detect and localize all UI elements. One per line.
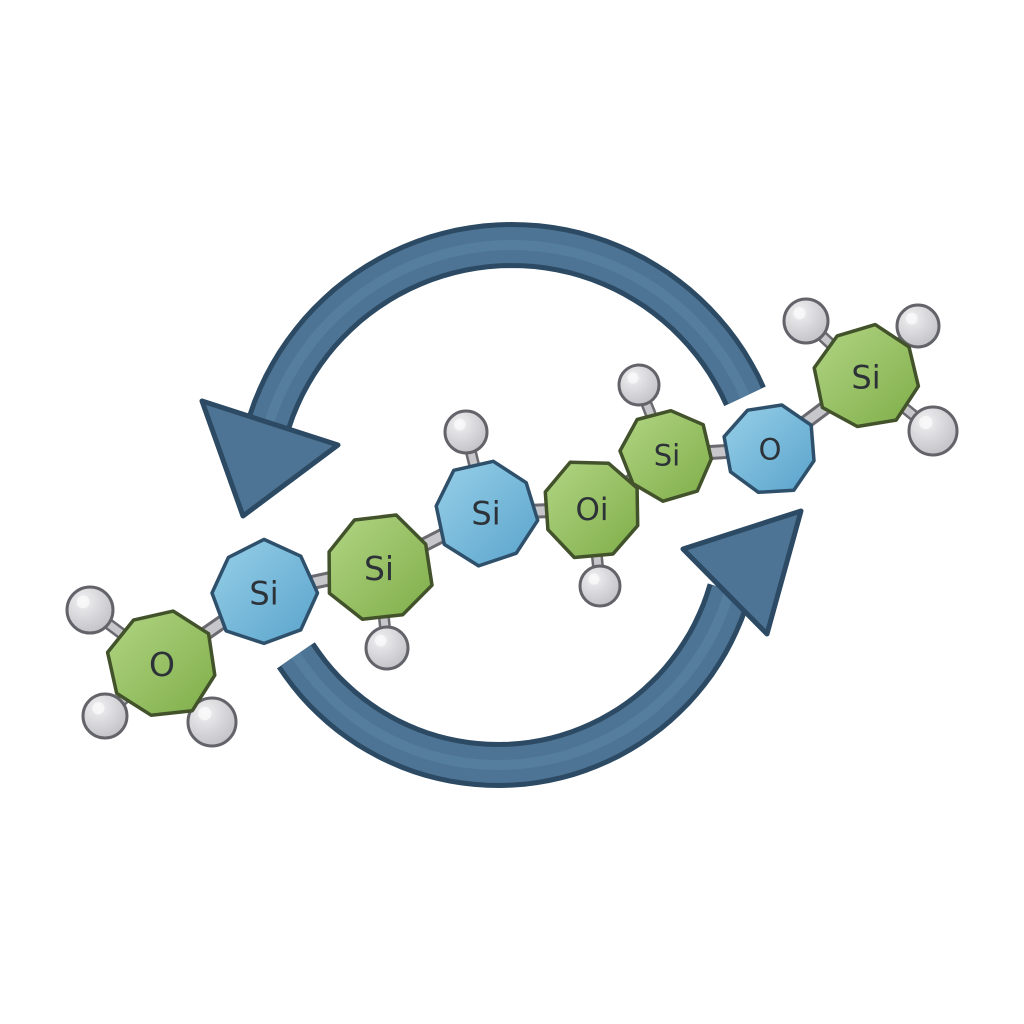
atom-si [434,459,540,568]
atom-label: O [759,432,782,466]
hydrogen-atom-highlight [588,573,600,585]
hydrogen-atom-highlight [374,634,387,647]
hydrogen-atom-highlight [627,372,639,384]
hydrogen-atom-highlight [453,418,466,431]
hydrogen-atom [578,564,622,608]
hydrogen-atom-highlight [198,706,212,721]
atom-si [812,322,921,429]
hydrogen-atom-highlight [919,415,933,430]
atom-label: Si [654,438,680,472]
atom-si [618,408,714,503]
atom-label: Si [471,495,500,533]
hydrogen-atom-highlight [76,595,90,609]
atom-label: O [149,645,175,684]
atom-label: Si [364,549,394,588]
hydrogen-atom-highlight [92,702,105,715]
hydrogen-atom [443,409,489,455]
atom-label: Si [249,575,278,613]
cycle-arrow-bottom-head-icon [680,508,804,637]
cycle-arrow-bottom-highlight [291,588,735,771]
hydrogen-atom [782,297,830,345]
hydrogen-atom [895,303,941,349]
hydrogen-atom [81,692,129,740]
hydrogen-atom-highlight [793,307,806,320]
atom-o [722,403,816,495]
cycle-arrow-top-head-icon [199,398,341,519]
atom-label: Si [851,359,880,397]
atom-o [105,609,217,717]
hydrogen-atom [65,585,115,635]
atom-si [327,513,434,621]
atom-label: Oi [575,492,608,528]
hydrogen-atom [907,405,959,457]
atom-oi [543,460,640,560]
atom-si [210,537,320,646]
hydrogen-atom [364,625,410,671]
hydrogen-atom [617,363,661,407]
cycle-arrow-top-highlight [264,239,750,423]
hydrogen-atom-highlight [905,312,918,325]
